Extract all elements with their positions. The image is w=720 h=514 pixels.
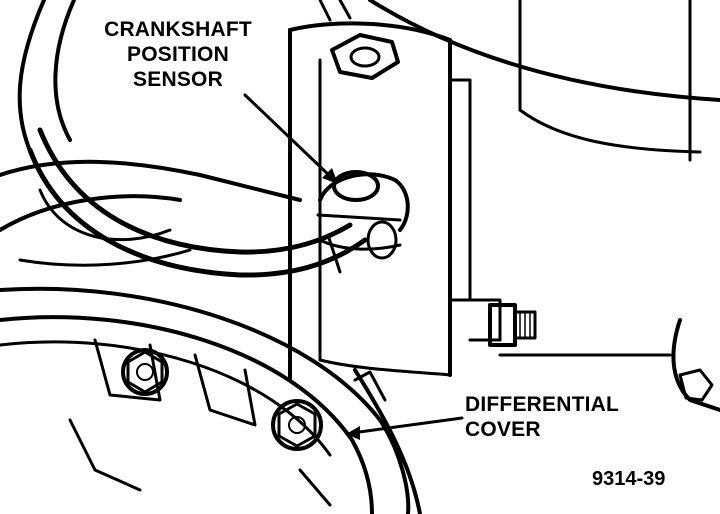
housing-flange-rim [0, 340, 332, 457]
right-plate [468, 298, 502, 342]
differential-cover-label: DIFFERENTIAL COVER [465, 392, 619, 442]
differential-cover-edge [353, 368, 422, 514]
crank-label-line-3: SENSOR [133, 68, 223, 91]
top-frame-diagonal [368, 0, 720, 102]
flange-pocket-1 [93, 338, 162, 402]
right-bracket-nut [678, 368, 714, 402]
flange-bolt-left [121, 348, 169, 396]
crankshaft-sensor-body [316, 170, 410, 260]
diff-label-line-2: COVER [465, 418, 541, 441]
crank-label-line-1: CRANKSHAFT [104, 18, 252, 41]
hose-upper-outline [17, 0, 46, 162]
top-linkage-1 [318, 0, 332, 22]
flange-pocket-4 [298, 468, 332, 507]
bracket-hex-nut [330, 33, 400, 80]
right-curve [518, 108, 702, 154]
housing-flange-outer [0, 286, 411, 514]
top-linkage-2 [338, 0, 352, 20]
diff-label-line-1: DIFFERENTIAL [465, 393, 620, 416]
bracket-flange [448, 78, 472, 302]
crank-sensor-leader [243, 93, 334, 180]
figure-number: 9314-39 [592, 468, 666, 490]
crankshaft-position-sensor-label: CRANKSHAFT POSITION SENSOR [98, 17, 258, 92]
flange-bolt-center [271, 399, 323, 451]
transmission-case-arc [0, 159, 302, 202]
crank-sensor-arrowhead [322, 168, 338, 184]
flange-pocket-2 [193, 353, 257, 427]
differential-cover-inner [353, 370, 387, 402]
flange-pocket-3 [68, 418, 142, 492]
diff-cover-leader [350, 416, 464, 435]
right-bracket [671, 318, 720, 412]
mounting-stud [488, 303, 537, 347]
case-rib-2 [18, 248, 192, 267]
crank-label-line-2: POSITION [127, 43, 229, 66]
diff-cover-arrowhead [346, 426, 360, 440]
housing-flange-inner [0, 315, 374, 514]
hose-lower-outline [53, 0, 76, 142]
bracket-bottom [318, 358, 452, 377]
sensor-wire-harness [27, 127, 368, 278]
